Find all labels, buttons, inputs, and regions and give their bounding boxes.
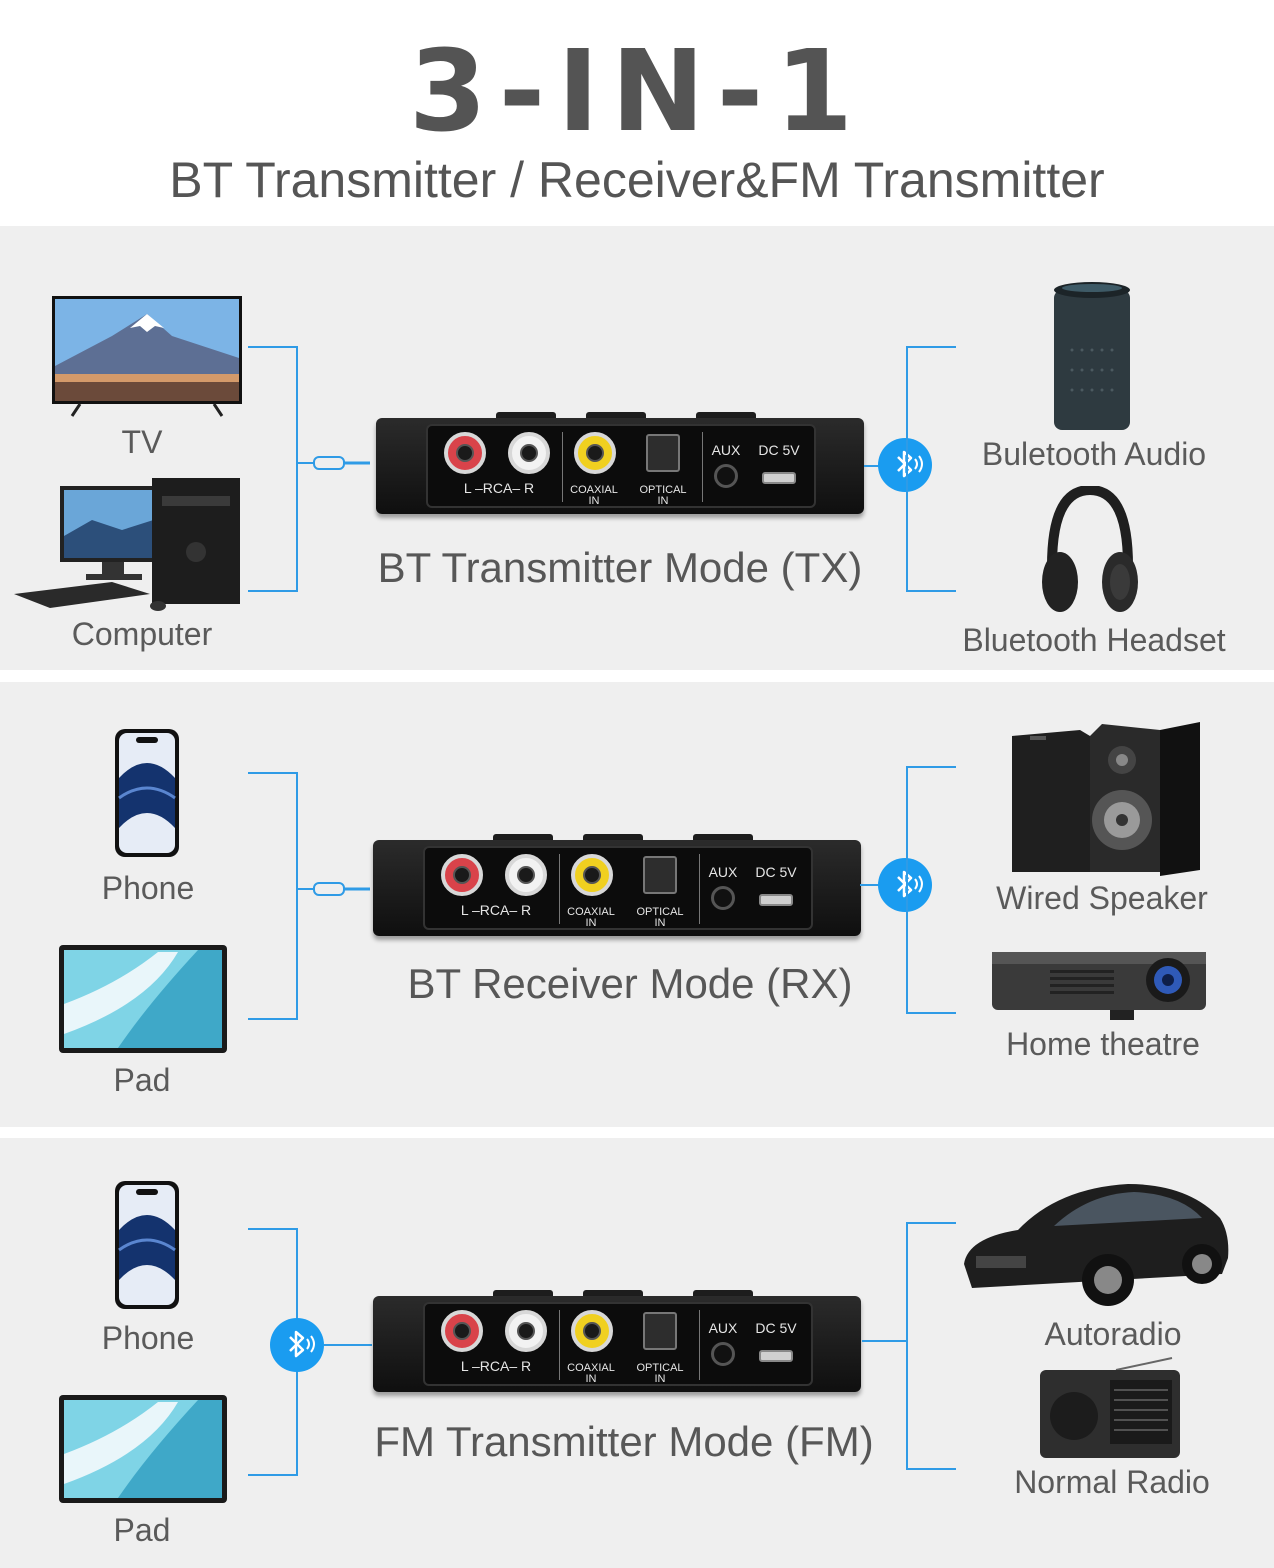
connector-line — [298, 888, 314, 890]
header: 3-IN-1 BT Transmitter / Receiver&FM Tran… — [0, 0, 1274, 226]
bluetooth-icon — [270, 1318, 324, 1372]
tablet-image — [59, 1395, 227, 1503]
page-title: 3-IN-1 — [408, 27, 866, 157]
target-bracket — [906, 766, 956, 1014]
projector-image — [992, 952, 1206, 1020]
radio-image — [1040, 1357, 1180, 1458]
page-subtitle: BT Transmitter / Receiver&FM Transmitter — [169, 152, 1105, 208]
tv-image — [52, 296, 242, 417]
source-label-tv: TV — [121, 424, 163, 460]
phone-image — [115, 729, 179, 857]
target-label-autoradio: Autoradio — [1044, 1316, 1182, 1352]
panel-tx-mode: TV Computer L –RCA– R COAXIAL IN O — [0, 226, 1274, 670]
source-label-pad: Pad — [113, 1512, 171, 1548]
device-unit: L –RCA– R COAXIAL IN OPTICAL IN AUX DC 5… — [373, 834, 861, 944]
headset-image — [1042, 486, 1138, 612]
target-label-home-theatre: Home theatre — [1006, 1026, 1200, 1062]
speaker-image — [1012, 722, 1200, 876]
phone-image — [115, 1181, 179, 1309]
computer-image — [14, 478, 240, 611]
connector-line — [860, 884, 880, 886]
source-label-computer: Computer — [71, 616, 213, 652]
target-label-bluetooth-headset: Bluetooth Headset — [962, 622, 1226, 658]
car-image — [964, 1184, 1229, 1306]
mode-title: FM Transmitter Mode (FM) — [374, 1418, 874, 1465]
target-bracket — [906, 1222, 956, 1470]
panel-rx-mode: Phone Pad L –RCA– R COAXIAL IN OPTICAL I… — [0, 682, 1274, 1127]
smart-speaker-image — [1054, 282, 1130, 430]
device-unit: L –RCA– R COAXIAL IN OPTICAL IN AUX DC 5… — [376, 412, 864, 522]
target-label-bluetooth-audio: Buletooth Audio — [981, 436, 1207, 472]
target-bracket — [906, 346, 956, 592]
source-bracket — [248, 346, 298, 592]
source-bracket — [248, 772, 298, 1020]
connector-line — [324, 1344, 372, 1346]
mode-title: BT Receiver Mode (RX) — [407, 960, 853, 1007]
connector-line — [862, 1340, 906, 1342]
source-label-pad: Pad — [113, 1062, 171, 1098]
target-label-normal-radio: Normal Radio — [1014, 1464, 1210, 1500]
panel-fm-mode: Phone Pad L –RCA– R COAXIAL IN OPTICAL I… — [0, 1138, 1274, 1568]
tablet-image — [59, 945, 227, 1053]
source-label-phone: Phone — [101, 1320, 195, 1356]
aux-cable-icon — [313, 882, 370, 896]
connector-line — [298, 462, 314, 464]
bluetooth-icon — [878, 858, 932, 912]
device-unit: L –RCA– R COAXIAL IN OPTICAL IN AUX DC 5… — [373, 1290, 861, 1400]
source-label-phone: Phone — [101, 870, 195, 906]
target-label-wired-speaker: Wired Speaker — [996, 880, 1208, 916]
mode-title: BT Transmitter Mode (TX) — [377, 544, 863, 591]
aux-cable-icon — [313, 456, 370, 470]
bluetooth-icon — [878, 438, 932, 492]
connector-line — [864, 465, 880, 467]
